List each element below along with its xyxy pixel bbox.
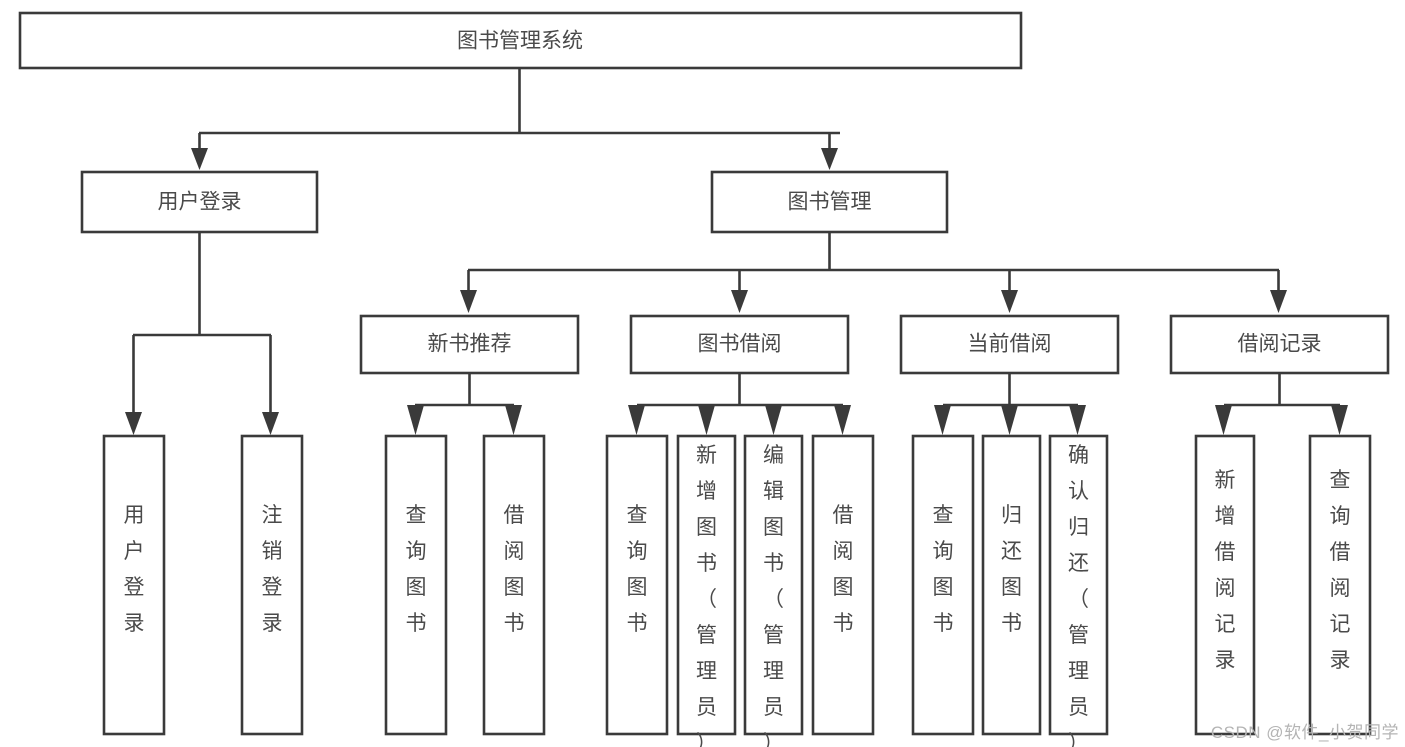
node-new-book-recommend-box[interactable]	[359, 314, 580, 375]
node-leaf-user-logout-box[interactable]	[240, 434, 304, 736]
node-leaf-add-book[interactable]: 新增图书（管理员）	[676, 434, 737, 747]
node-current-borrow-label: 当前借阅	[968, 333, 1052, 356]
node-new-book-recommend[interactable]: 新书推荐	[359, 314, 580, 375]
node-book-manage-box[interactable]	[710, 170, 949, 234]
arrowhead-leaf-borrow-book-2	[834, 405, 851, 435]
arrowhead-book-borrow	[731, 290, 748, 313]
node-borrow-record[interactable]: 借阅记录	[1169, 314, 1390, 375]
node-leaf-borrow-book-1[interactable]: 借阅图书	[482, 434, 546, 736]
node-leaf-query-book-2[interactable]: 查询图书	[605, 434, 669, 736]
node-leaf-add-book-label: 新增图书（管理员）	[696, 444, 717, 747]
node-leaf-query-book-3[interactable]: 查询图书	[911, 434, 975, 736]
node-leaf-query-book-2-box[interactable]	[605, 434, 669, 736]
node-root[interactable]: 图书管理系统	[18, 11, 1023, 70]
node-leaf-borrow-book-1-box[interactable]	[482, 434, 546, 736]
node-leaf-return-book-label: 归还图书	[1001, 504, 1022, 635]
node-leaf-edit-book[interactable]: 编辑图书（管理员）	[743, 434, 804, 747]
node-leaf-confirm-return[interactable]: 确认归还（管理员）	[1048, 434, 1109, 747]
node-leaf-borrow-book-2-label: 借阅图书	[833, 504, 854, 635]
node-leaf-edit-book-box[interactable]	[743, 434, 804, 736]
node-user-login[interactable]: 用户登录	[80, 170, 319, 234]
connector-group-borrow-record	[1215, 373, 1348, 435]
connector-group-root	[191, 68, 840, 170]
node-leaf-user-login-label: 用户登录	[124, 504, 145, 635]
connector-group-new-book-recommend	[407, 373, 522, 435]
node-leaf-query-book-1-label: 查询图书	[406, 504, 427, 635]
connector-group-book-borrow	[628, 373, 851, 435]
node-leaf-add-record[interactable]: 新增借阅记录	[1194, 434, 1256, 736]
node-leaf-borrow-book-2[interactable]: 借阅图书	[811, 434, 875, 736]
node-borrow-record-label: 借阅记录	[1238, 333, 1322, 356]
node-leaf-user-login[interactable]: 用户登录	[102, 434, 166, 736]
node-user-login-box[interactable]	[80, 170, 319, 234]
connector-group-book-manage	[460, 232, 1287, 313]
connector-group-user-login	[125, 232, 279, 435]
node-book-manage[interactable]: 图书管理	[710, 170, 949, 234]
arrowhead-leaf-query-book-2	[628, 405, 645, 435]
node-user-login-label: 用户登录	[158, 191, 242, 214]
node-leaf-user-login-box[interactable]	[102, 434, 166, 736]
node-leaf-query-book-1-box[interactable]	[384, 434, 448, 736]
node-book-borrow-box[interactable]	[629, 314, 850, 375]
node-leaf-query-book-3-box[interactable]	[911, 434, 975, 736]
node-book-borrow-label: 图书借阅	[698, 333, 782, 356]
node-leaf-add-record-label: 新增借阅记录	[1215, 469, 1236, 672]
node-leaf-edit-book-label: 编辑图书（管理员）	[763, 444, 784, 747]
arrowhead-leaf-user-logout	[262, 412, 279, 435]
node-leaf-return-book-box[interactable]	[981, 434, 1042, 736]
node-leaf-query-record-label: 查询借阅记录	[1330, 469, 1351, 672]
node-current-borrow[interactable]: 当前借阅	[899, 314, 1120, 375]
arrowhead-book-manage	[821, 148, 838, 170]
node-borrow-record-box[interactable]	[1169, 314, 1390, 375]
node-leaf-query-book-1[interactable]: 查询图书	[384, 434, 448, 736]
node-leaf-confirm-return-label: 确认归还（管理员）	[1068, 444, 1089, 747]
node-leaf-confirm-return-box[interactable]	[1048, 434, 1109, 736]
arrowhead-leaf-query-record	[1331, 405, 1348, 435]
node-leaf-borrow-book-1-label: 借阅图书	[504, 504, 525, 635]
node-leaf-user-logout-label: 注销登录	[262, 504, 283, 635]
arrowhead-leaf-user-login	[125, 412, 142, 435]
arrowhead-leaf-borrow-book-1	[505, 405, 522, 435]
connector-group-current-borrow	[934, 373, 1086, 435]
node-leaf-add-book-box[interactable]	[676, 434, 737, 736]
node-root-box[interactable]	[18, 11, 1023, 70]
node-leaf-return-book[interactable]: 归还图书	[981, 434, 1042, 736]
arrowhead-current-borrow	[1001, 290, 1018, 313]
node-new-book-recommend-label: 新书推荐	[428, 333, 512, 356]
node-leaf-borrow-book-2-box[interactable]	[811, 434, 875, 736]
node-current-borrow-box[interactable]	[899, 314, 1120, 375]
arrowhead-leaf-query-book-3	[934, 405, 951, 435]
node-leaf-user-logout[interactable]: 注销登录	[240, 434, 304, 736]
arrowhead-leaf-return-book	[1001, 405, 1018, 435]
arrowhead-borrow-record	[1270, 290, 1287, 313]
node-root-label: 图书管理系统	[457, 30, 583, 53]
arrowhead-new-book-recommend	[460, 290, 477, 313]
arrowhead-leaf-confirm-return	[1069, 405, 1086, 435]
arrowhead-leaf-add-book	[698, 405, 715, 435]
arrowhead-leaf-edit-book	[765, 405, 782, 435]
node-leaf-query-book-3-label: 查询图书	[933, 504, 954, 635]
arrowhead-leaf-query-book-1	[407, 405, 424, 435]
arrowhead-leaf-add-record	[1215, 405, 1232, 435]
arrowhead-user-login	[191, 148, 208, 170]
node-leaf-add-record-box[interactable]	[1194, 434, 1256, 736]
node-leaf-query-record[interactable]: 查询借阅记录	[1308, 434, 1372, 736]
csdn-watermark: CSDN @软件_小贺同学	[1210, 723, 1399, 742]
node-book-borrow[interactable]: 图书借阅	[629, 314, 850, 375]
node-leaf-query-book-2-label: 查询图书	[627, 504, 648, 635]
node-leaf-query-record-box[interactable]	[1308, 434, 1372, 736]
node-book-manage-label: 图书管理	[788, 191, 872, 214]
